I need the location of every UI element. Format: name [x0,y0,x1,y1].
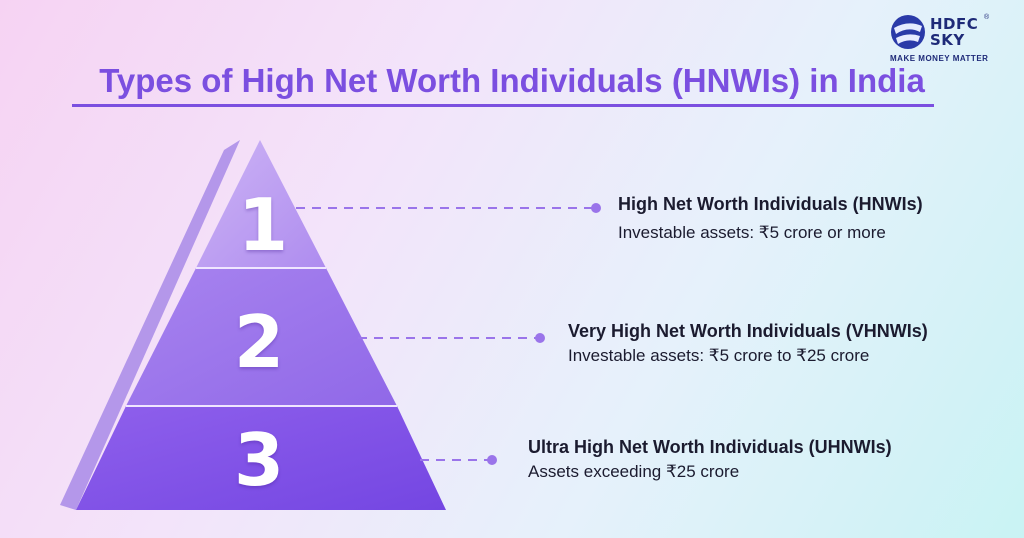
connector-dot-2 [535,333,545,343]
tier-heading-1: High Net Worth Individuals (HNWIs) [618,194,923,214]
hdfc-sky-logo: HDFC SKY ® MAKE MONEY MATTER [890,14,1000,64]
tier-label-1: High Net Worth Individuals (HNWIs) Inves… [618,194,923,243]
connector-dot-3 [487,455,497,465]
tier-label-2: Very High Net Worth Individuals (VHNWIs)… [568,321,928,366]
logo-wordmark-line2: SKY [930,31,965,49]
hdfc-sky-logo-mark-icon [891,15,925,49]
registered-mark: ® [984,14,990,21]
pyramid-tier-2 [126,268,397,406]
pyramid-tier-1 [196,140,326,268]
connector-dot-1 [591,203,601,213]
logo-tagline: MAKE MONEY MATTER [890,54,989,63]
tier-description-1: Investable assets: ₹5 crore or more [618,223,886,242]
tier-description-3: Assets exceeding ₹25 crore [528,462,740,481]
logo-wordmark-line1: HDFC [930,15,979,33]
tier-number-1: 1 [238,183,289,267]
tier-number-2: 2 [234,300,285,384]
page-title: Types of High Net Worth Individuals (HNW… [99,62,925,99]
tier-number-3: 3 [234,418,285,502]
tier-heading-2: Very High Net Worth Individuals (VHNWIs) [568,321,928,341]
tier-description-2: Investable assets: ₹5 crore to ₹25 crore [568,346,870,365]
title-underline [72,104,934,107]
tier-label-3: Ultra High Net Worth Individuals (UHNWIs… [528,437,892,482]
tier-heading-3: Ultra High Net Worth Individuals (UHNWIs… [528,437,892,457]
pyramid-side-face [60,140,240,510]
pyramid-tier-3 [76,406,446,510]
